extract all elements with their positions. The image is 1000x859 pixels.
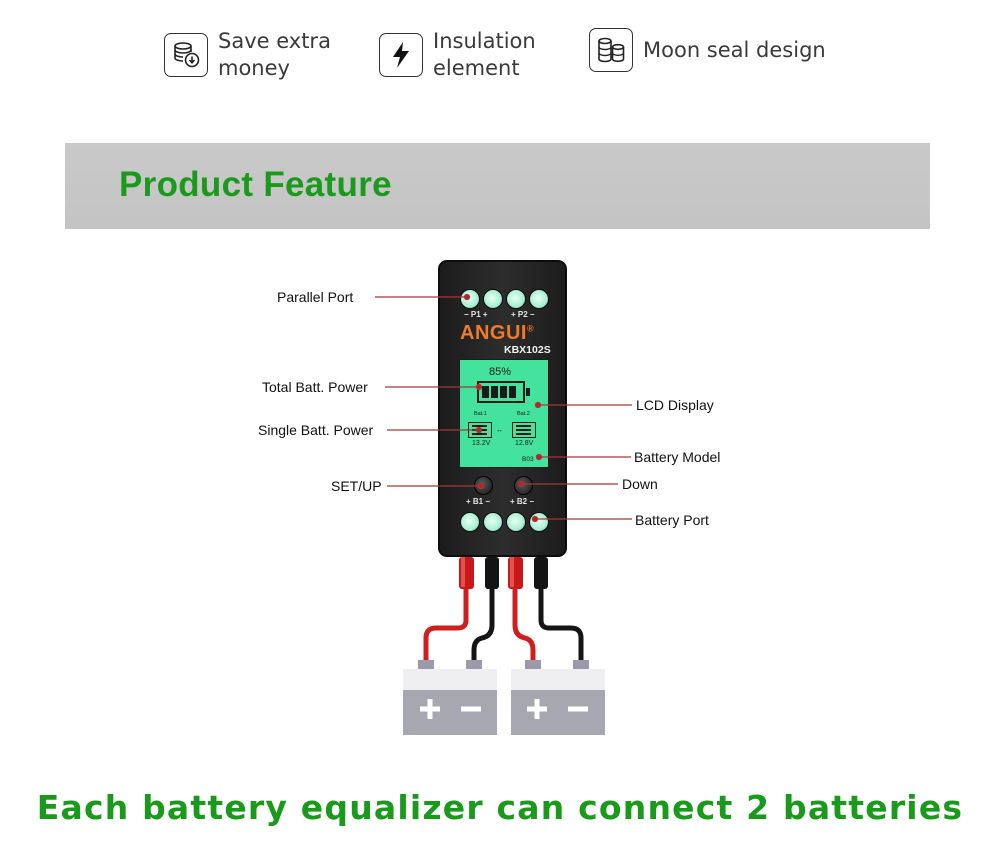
cable-black-1 (471, 585, 495, 662)
feature-insulation-line1: Insulation (433, 29, 536, 53)
callout-set-up: SET/UP (331, 478, 382, 494)
coins-download-icon (164, 33, 208, 77)
parallel-port-terminal[interactable] (506, 289, 526, 309)
feature-save-money-line1: Save extra (218, 29, 331, 53)
battery-port-terminal[interactable] (460, 512, 480, 532)
parallel-port-terminal[interactable] (460, 289, 480, 309)
bat1-label: Bat.1 (474, 411, 487, 417)
b2-label: + B2 − (510, 497, 535, 506)
battery-2 (511, 660, 605, 735)
cable-red-1 (423, 585, 469, 662)
parallel-port-terminal[interactable] (483, 289, 503, 309)
callout-total-batt-power: Total Batt. Power (262, 379, 368, 395)
single-battery-1-icon (468, 422, 492, 438)
trademark-symbol: ® (526, 323, 535, 334)
battery-port-terminal[interactable] (529, 512, 549, 532)
feature-save-money: Save extra money (164, 28, 331, 82)
link-arrow-icon: ↔ (496, 427, 503, 434)
down-button[interactable] (514, 476, 533, 495)
feature-insulation-line2: element (433, 56, 520, 80)
parallel-port-terminal[interactable] (529, 289, 549, 309)
feature-insulation: Insulation element (379, 28, 536, 82)
single-battery-2-icon (512, 422, 536, 438)
model-name: KBX102S (504, 344, 551, 356)
cable-black-2 (538, 585, 584, 662)
callout-parallel-port: Parallel Port (277, 289, 354, 305)
lightning-bolt-icon (379, 33, 423, 77)
lcd-display: 85% Bat.1 Bat.2 ↔ 13.2V 12.8V B03 (459, 359, 549, 468)
callout-battery-port: Battery Port (635, 512, 709, 528)
bat2-voltage: 12.8V (515, 440, 534, 447)
b1-label: + B1 − (466, 497, 491, 506)
total-battery-icon (477, 381, 530, 403)
callout-down: Down (622, 476, 658, 492)
bat2-label: Bat.2 (517, 411, 530, 417)
footer-caption: Each battery equalizer can connect 2 bat… (36, 788, 964, 827)
callout-single-batt-power: Single Batt. Power (258, 422, 374, 438)
battery-equalizer-device: − P1 + + P2 − ANGUI® KBX102S 85% Bat.1 B… (438, 260, 567, 557)
callout-battery-model: Battery Model (634, 449, 721, 465)
callout-lcd-display: LCD Display (636, 397, 714, 413)
brand-name: ANGUI (460, 322, 527, 344)
product-feature-banner: Product Feature (65, 143, 930, 229)
feature-save-money-line2: money (218, 56, 290, 80)
bat1-voltage: 13.2V (472, 440, 491, 447)
p1-label: − P1 + (464, 310, 488, 319)
battery-port-terminal[interactable] (483, 512, 503, 532)
battery-code: B03 (522, 456, 534, 463)
banner-title: Product Feature (119, 165, 392, 204)
connector-black-1 (485, 557, 499, 589)
battery-port-terminal[interactable] (506, 512, 526, 532)
feature-moon-seal: Moon seal design (589, 28, 826, 72)
connector-black-2 (534, 557, 548, 589)
set-up-button[interactable] (474, 476, 493, 495)
cylinders-seal-icon (589, 28, 633, 72)
battery-1 (403, 660, 497, 735)
brand-logo: ANGUI® (460, 322, 534, 345)
p2-label: + P2 − (511, 310, 535, 319)
feature-moon-seal-label: Moon seal design (643, 37, 826, 62)
feature-strip: Save extra money Insulation element (0, 28, 1000, 88)
cable-red-2 (512, 585, 536, 662)
total-percent: 85% (489, 366, 512, 378)
